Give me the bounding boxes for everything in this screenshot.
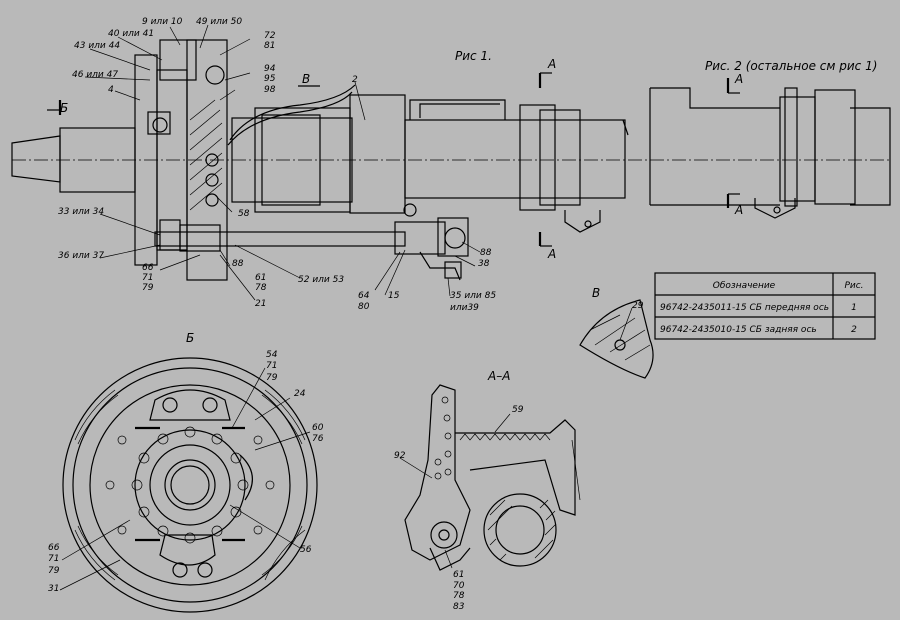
fig1-leaders <box>84 24 481 301</box>
callout: 79 <box>266 373 278 383</box>
callout: 94 <box>264 64 276 74</box>
callout: 83 <box>453 602 465 612</box>
fig2-drawing <box>649 78 891 219</box>
callout: 78 <box>255 283 267 293</box>
callout: 61 <box>453 570 464 580</box>
callout: 76 <box>312 434 324 444</box>
callout: 80 <box>358 302 370 312</box>
callout: 60 <box>312 423 324 433</box>
callout: 59 <box>512 405 524 415</box>
callout: 49 или 50 <box>196 17 242 27</box>
callout: 4 <box>108 85 114 95</box>
callout: 98 <box>264 85 276 95</box>
callout: 56 <box>300 545 312 555</box>
view-b-bolts <box>105 426 275 544</box>
callout: 35 или 85 <box>450 291 496 301</box>
callout: 70 <box>453 581 465 591</box>
callout-88b: 88 <box>480 248 492 258</box>
fig2-title: Рис. 2 (остальное см рис 1) <box>705 59 877 73</box>
table-header-designation: Обозначение <box>713 281 776 291</box>
callout: или39 <box>450 303 479 313</box>
fig1-drawing <box>11 39 650 281</box>
section-mark-a-fig2-bottom: А <box>734 203 743 217</box>
callout: 2 <box>352 75 358 85</box>
callout: 78 <box>453 591 465 601</box>
table-cell: 96742-2435011-15 СБ передняя ось <box>660 303 829 313</box>
callout: 31 <box>48 584 59 594</box>
table-cell: 1 <box>851 303 857 313</box>
section-mark-a-fig2-top: А <box>734 72 743 86</box>
section-aa-title: А–А <box>487 369 510 383</box>
callout: 52 или 53 <box>298 275 344 285</box>
view-b-drawing <box>62 357 318 613</box>
callout: 95 <box>264 74 276 84</box>
callout: 66 <box>142 263 154 273</box>
callout: 58 <box>238 209 250 219</box>
table-header-fig: Рис. <box>844 281 863 291</box>
callout: 92 <box>394 451 406 461</box>
callout: 43 или 44 <box>74 41 120 51</box>
section-mark-b: Б <box>60 101 68 115</box>
callout: 40 или 41 <box>108 29 154 39</box>
callout: 71 <box>266 361 277 371</box>
view-v-title: В <box>592 286 600 300</box>
section-aa-leaders <box>399 413 511 569</box>
callout: 81 <box>264 41 275 51</box>
callout: 9 или 10 <box>142 17 183 27</box>
callout: 88 <box>232 259 244 269</box>
designation-table <box>654 272 876 340</box>
section-mark-a-top: А <box>547 57 556 71</box>
callout: 46 или 47 <box>72 70 118 80</box>
section-aa-drawing <box>404 384 581 571</box>
callout: 72 <box>264 31 276 41</box>
callout: 29 <box>632 301 644 311</box>
fig1-title: Рис 1. <box>455 49 492 63</box>
callout: 54 <box>266 350 278 360</box>
callout: 24 <box>294 389 306 399</box>
callout: 64 <box>358 291 370 301</box>
callout: 61 <box>255 273 266 283</box>
callout: 79 <box>48 566 60 576</box>
view-b-leaders <box>59 367 311 591</box>
callout: 38 <box>478 259 490 269</box>
callout: 21 <box>255 299 266 309</box>
callout: 79 <box>142 283 154 293</box>
callout: 66 <box>48 543 60 553</box>
callout: 71 <box>142 273 153 283</box>
callout: 15 <box>388 291 400 301</box>
table-cell: 96742-2435010-15 СБ задняя ось <box>660 325 817 335</box>
view-v-drawing <box>579 299 654 379</box>
callout: 36 или 37 <box>58 251 104 261</box>
view-b-title: Б <box>186 331 194 345</box>
table-cell: 2 <box>851 325 857 335</box>
section-mark-a-bottom: А <box>547 247 556 261</box>
callout: 71 <box>48 554 59 564</box>
callout: 33 или 34 <box>58 207 104 217</box>
section-mark-v: В <box>302 72 310 86</box>
